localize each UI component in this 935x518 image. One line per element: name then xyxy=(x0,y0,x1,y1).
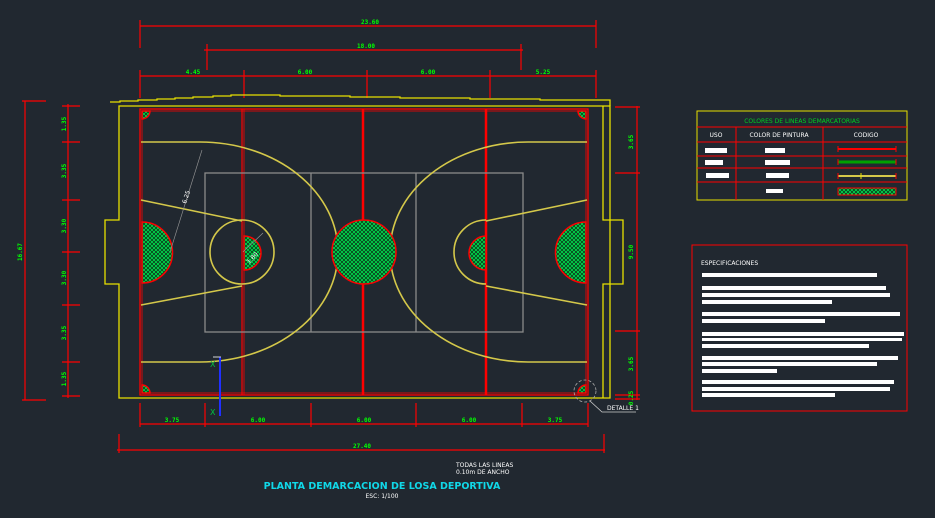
dim-left-seg: 3.35 xyxy=(61,163,68,178)
volleyball-court xyxy=(204,172,524,333)
axis-label: X xyxy=(210,408,216,417)
axis-label: X xyxy=(210,360,216,369)
code-yellow-line xyxy=(837,173,897,179)
top-dimensions xyxy=(139,20,597,98)
dim-left-total: 16.67 xyxy=(17,243,24,261)
left-dimensions xyxy=(22,100,80,401)
dim-left-seg: 1.35 xyxy=(61,116,68,131)
redacted-spec-text xyxy=(702,273,904,397)
dim-bottom-seg: 3.75 xyxy=(165,417,180,424)
dim-bottom-seg: 6.00 xyxy=(357,417,372,424)
hatched-areas xyxy=(141,110,587,394)
drawing-title: PLANTA DEMARCACION DE LOSA DEPORTIVA xyxy=(264,481,501,492)
dim-bottom-total: 27.40 xyxy=(353,443,371,450)
dim-right-seg: 0.25 xyxy=(628,390,635,405)
radius-leaders xyxy=(169,149,264,253)
note-line-2: 0.10m DE ANCHO xyxy=(456,469,510,476)
code-green-hatch xyxy=(837,187,897,196)
dim-top-seg: 6.00 xyxy=(298,69,313,76)
right-dimensions xyxy=(615,106,640,400)
dim-bottom-seg: 3.75 xyxy=(548,417,563,424)
left-key xyxy=(140,141,339,363)
dim-top-seg: 4.45 xyxy=(186,69,201,76)
code-red-line xyxy=(837,146,897,152)
dim-top-seg: 6.00 xyxy=(421,69,436,76)
redacted-cells xyxy=(705,148,790,193)
specifications-box: ESPECIFICACIONES xyxy=(691,244,908,412)
detail-label: DETALLE 1 xyxy=(607,405,639,412)
dim-right-seg: 3.65 xyxy=(628,134,635,149)
dim-top-inner: 18.00 xyxy=(357,43,375,50)
table-title: COLORES DE LINEAS DEMARCATORIAS xyxy=(744,118,860,125)
slab-outline xyxy=(104,94,624,399)
three-point-radius-label: 6.25 xyxy=(181,190,192,205)
dim-right-seg: 3.65 xyxy=(628,356,635,371)
dim-right-seg: 9.50 xyxy=(628,244,635,259)
note-line-1: TODAS LAS LINEAS xyxy=(455,462,514,469)
bottom-dimensions xyxy=(117,403,605,453)
dim-top-total: 23.60 xyxy=(361,19,379,26)
dim-left-seg: 3.30 xyxy=(61,218,68,233)
dim-left-seg: 1.35 xyxy=(61,371,68,386)
ucs-axis-icon: X X xyxy=(210,356,221,417)
drawing-scale: ESC: 1/100 xyxy=(365,493,398,500)
detail-callout: DETALLE 1 xyxy=(573,379,639,413)
header-color: COLOR DE PINTURA xyxy=(749,132,809,139)
code-green-line xyxy=(837,159,897,165)
header-codigo: CODIGO xyxy=(854,132,879,139)
dim-left-seg: 3.35 xyxy=(61,325,68,340)
dim-left-seg: 3.30 xyxy=(61,270,68,285)
header-uso: USO xyxy=(710,132,723,139)
dim-bottom-seg: 6.00 xyxy=(462,417,477,424)
line-colors-table: COLORES DE LINEAS DEMARCATORIAS USO COLO… xyxy=(696,110,908,201)
specs-title: ESPECIFICACIONES xyxy=(701,260,758,267)
dim-top-seg: 5.25 xyxy=(536,69,551,76)
dim-bottom-seg: 6.00 xyxy=(251,417,266,424)
